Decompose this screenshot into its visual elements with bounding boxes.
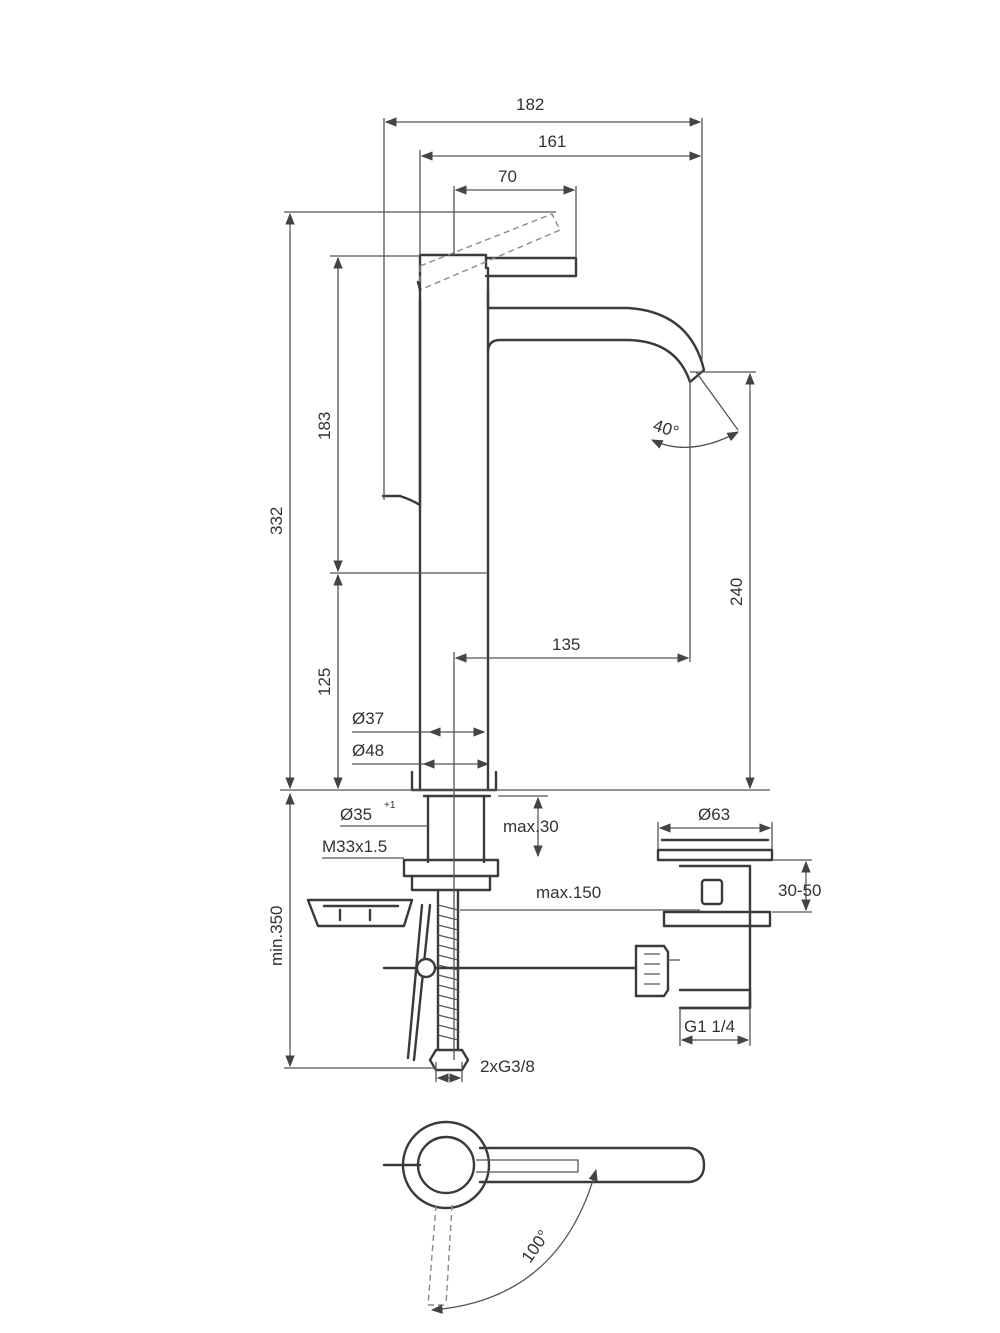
shank [422, 794, 492, 864]
dim-40-arc [650, 431, 740, 449]
dim-max30-label: max.30 [503, 817, 559, 836]
waste-lock [700, 878, 724, 906]
plan-lever [476, 1159, 579, 1173]
dim-37-label: Ø37 [352, 709, 384, 728]
hose-braid [437, 904, 459, 1041]
plan-angle-arc [430, 1168, 598, 1314]
dim-135-label: 135 [552, 635, 580, 654]
dim-g38-label: 2xG3/8 [480, 1057, 535, 1076]
dim-240-label: 240 [727, 578, 746, 606]
waste-flange [662, 910, 772, 928]
dim-125-label: 125 [315, 668, 334, 696]
spout [486, 288, 706, 384]
dim-40-label: 40° [651, 416, 681, 442]
lever-handle [484, 256, 578, 278]
fixing-nut [402, 858, 500, 892]
dim-min350-label: min.350 [267, 906, 286, 966]
connector-knurl [644, 953, 660, 985]
faucet-side-view [280, 213, 770, 1072]
dim-70-label: 70 [498, 167, 517, 186]
dim-30-50-label: 30-50 [778, 881, 821, 900]
dim-183-label: 183 [315, 412, 334, 440]
plan-spout [478, 1146, 706, 1184]
pop-up-rod [381, 280, 422, 507]
faucet-plan-view [382, 1120, 706, 1314]
dim-max150-label: max.150 [536, 883, 601, 902]
rod-clamp [306, 898, 414, 928]
supply-hose-2 [406, 903, 432, 1062]
waste-tail [678, 988, 752, 1010]
rod-clip [415, 957, 437, 979]
dimension-lines [284, 117, 812, 1083]
dim-182-label: 182 [516, 95, 544, 114]
dimension-labels: 182 161 70 183 332 125 240 135 40° Ø37 Ø… [267, 95, 821, 1266]
dim-g114-label: G1 1/4 [684, 1017, 735, 1036]
dim-m33-label: M33x1.5 [322, 837, 387, 856]
pop-up-waste [634, 838, 774, 1010]
dim-332-label: 332 [267, 507, 286, 535]
lever-raised-ghost [419, 213, 561, 292]
dim-63-label: Ø63 [698, 805, 730, 824]
dim-48-label: Ø48 [352, 741, 384, 760]
plan-body-inner [416, 1135, 476, 1195]
dim-35-label: Ø35 [340, 805, 372, 824]
dim-35-tolerance: +1 [384, 800, 396, 811]
dim-161-label: 161 [538, 132, 566, 151]
waste-plug-head [656, 838, 774, 862]
plan-lever-rotated [427, 1204, 453, 1306]
